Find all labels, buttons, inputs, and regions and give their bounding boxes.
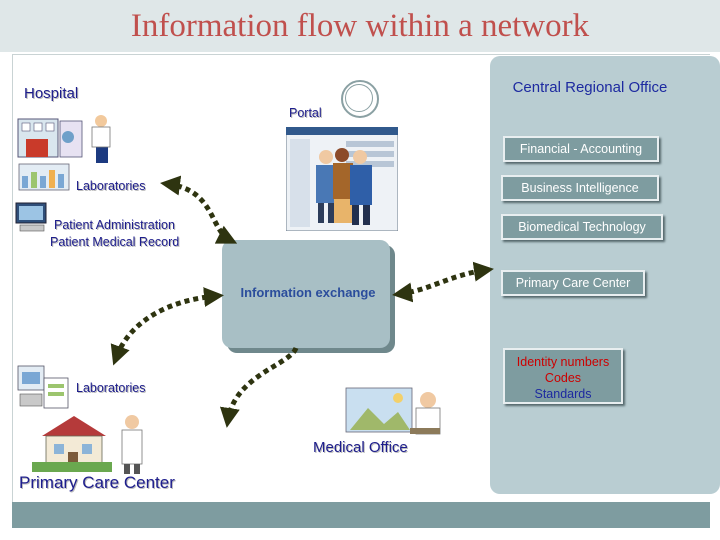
left-border-line (12, 54, 13, 504)
information-exchange-hub[interactable] (222, 240, 390, 348)
biomedical-technology-box[interactable]: Biomedical Technology (501, 214, 663, 240)
primary-care-laboratories-label: Laboratories (76, 381, 146, 395)
hospital-laboratories-label: Laboratories (76, 179, 146, 193)
central-office-title: Central Regional Office (512, 79, 668, 96)
header-band (0, 0, 720, 52)
arrow-primary-care-to-hub (110, 287, 224, 366)
medical-office-clipart (345, 387, 441, 435)
business-intelligence-box[interactable]: Business Intelligence (501, 175, 659, 201)
divider-line (12, 54, 710, 55)
arrow-hospital-to-hub (160, 175, 238, 244)
arrow-hub-to-central-office (392, 261, 494, 303)
codes-label: Codes (544, 371, 582, 385)
portal-label: Portal (289, 106, 322, 120)
primary-care-clipart (32, 415, 143, 474)
identity-numbers-label: Identity numbers (516, 355, 610, 369)
patient-medical-record-label: Patient Medical Record (50, 235, 180, 249)
hospital-clipart (17, 115, 111, 163)
portal-clipart (286, 127, 398, 231)
patient-administration-label: Patient Administration (54, 218, 175, 232)
primary-care-center-box[interactable]: Primary Care Center (501, 270, 645, 296)
footer-band (12, 502, 710, 528)
information-exchange-label: Information exchange (240, 285, 376, 300)
ornament-circle-inner (345, 84, 373, 112)
identity-standards-box[interactable]: Identity numbers Codes Standards (503, 348, 623, 404)
arrow-hub-to-medical-office (219, 346, 299, 428)
patient-admin-computer-clipart (15, 202, 47, 232)
financial-accounting-box[interactable]: Financial - Accounting (503, 136, 659, 162)
standards-label: Standards (534, 387, 592, 401)
medical-office-label: Medical Office (313, 439, 408, 456)
slide-title: Information flow within a network (130, 8, 590, 44)
hospital-label: Hospital (24, 85, 79, 102)
hospital-laboratories-clipart (18, 163, 70, 191)
primary-care-center-label: Primary Care Center (19, 473, 175, 492)
primary-care-laboratories-clipart (17, 365, 69, 409)
